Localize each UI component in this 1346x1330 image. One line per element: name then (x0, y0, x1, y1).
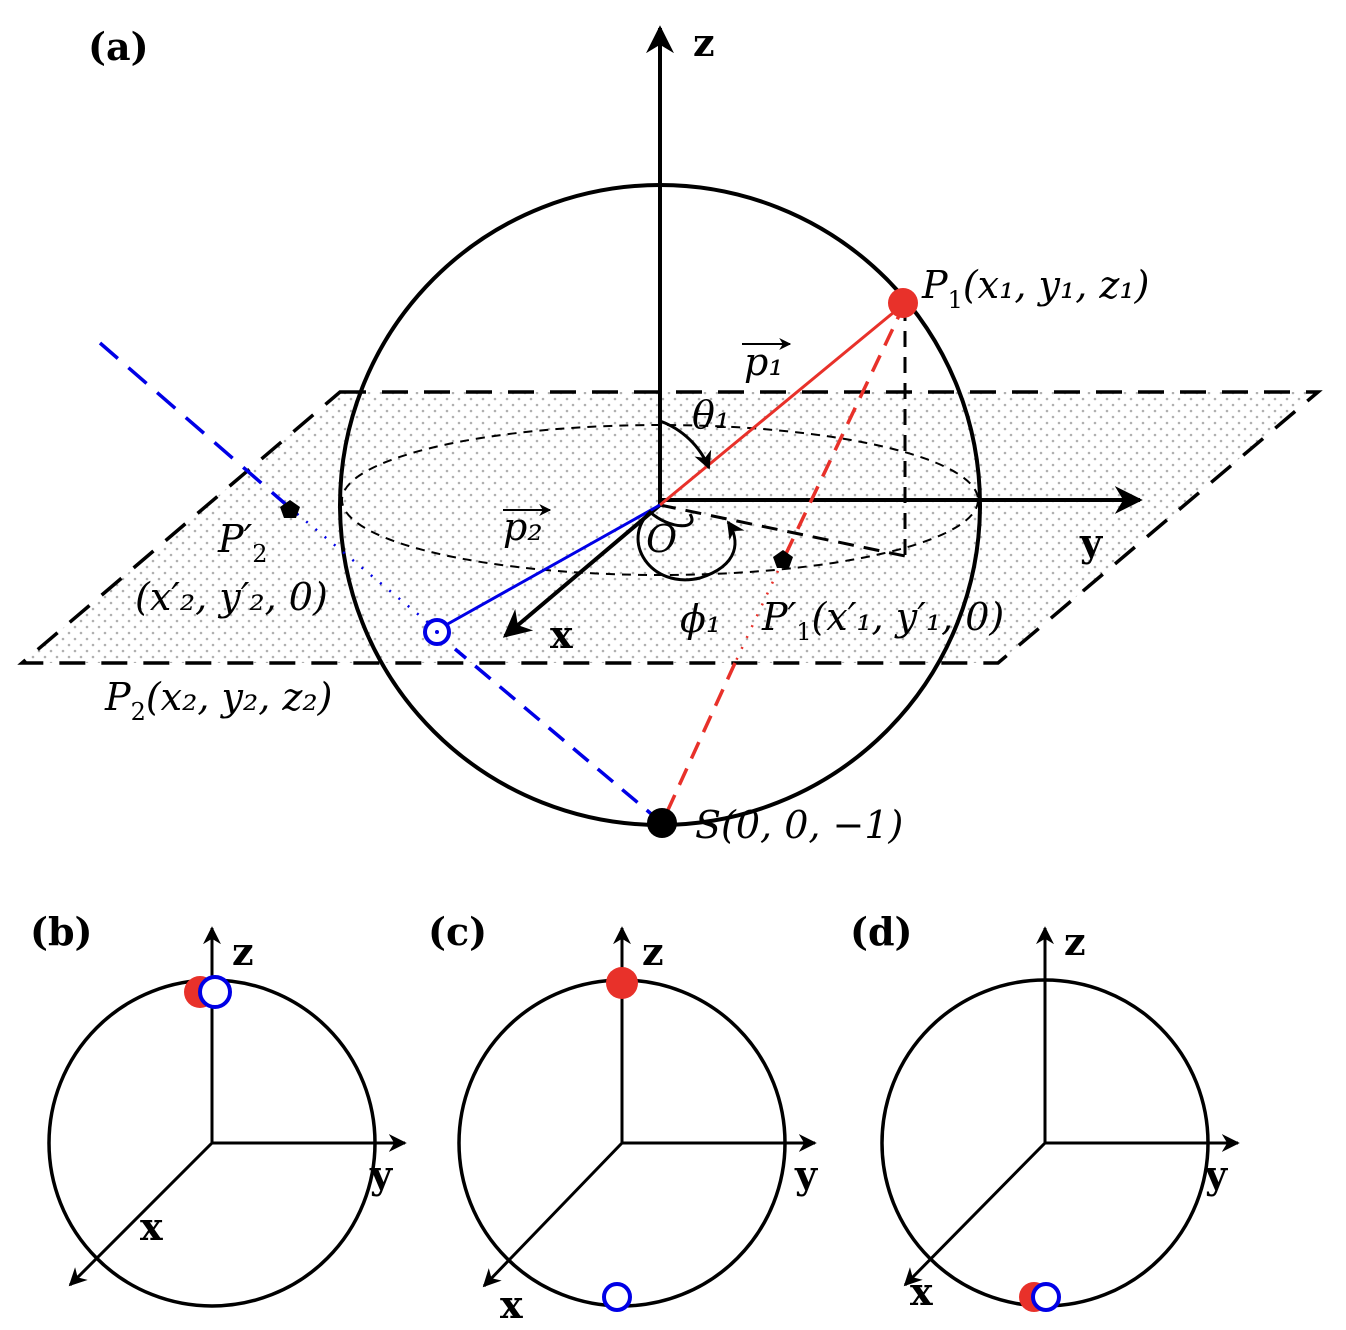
p1-vector-line (659, 301, 906, 507)
p1-projection-line-lower (660, 662, 737, 824)
point-p2-center-dot (435, 630, 439, 634)
p2-projection-line-upper (98, 341, 292, 510)
p2-projection-line-lower (453, 647, 664, 825)
panel-d: (d) z y x (850, 909, 1240, 1314)
x-axis-label-d: x (910, 1269, 933, 1314)
panel-b-label: (b) (30, 909, 93, 954)
point-p1-c (606, 967, 638, 999)
point-p2-b (198, 975, 232, 1009)
point-p2-c (602, 1282, 632, 1312)
svg-text:p₂: p₂ (503, 505, 543, 549)
y-axis-label-c: y (794, 1152, 818, 1197)
p1-proj-label: P′1(x′₁, y′₁, 0) (761, 595, 1004, 646)
p1-label: P1(x₁, y₁, z₁) (921, 263, 1149, 314)
z-axis-label-c: z (642, 929, 664, 974)
x-axis (502, 503, 662, 638)
x-axis-d (903, 1141, 1047, 1287)
p1-projection-line-upper (781, 302, 907, 561)
x-axis-label-b: x (140, 1204, 163, 1249)
panel-a-label: (a) (88, 24, 149, 69)
p2-vector-label: p₂ (503, 504, 552, 549)
x-axis-label: x (550, 612, 573, 657)
p2-proj-marker (280, 500, 300, 518)
y-axis-label-b: y (369, 1152, 393, 1197)
panel-b: (b) z y x (30, 909, 407, 1308)
z-axis-label-b: z (232, 929, 254, 974)
p2-proj-coords: (x′₂, y′₂, 0) (135, 575, 328, 619)
panel-a: (a) z y x P1(x₁, y₁, z₁) P2(x₂, y₂, z₂) … (17, 20, 1323, 847)
point-south (647, 808, 677, 838)
p1-foot-line (659, 503, 906, 558)
x-axis-label-c: x (500, 1282, 523, 1327)
phi-label: ϕ₁ (680, 597, 721, 641)
origin-label: O (646, 517, 677, 561)
svg-text:p₁: p₁ (744, 340, 784, 384)
panel-c-label: (c) (428, 909, 487, 954)
z-axis-label-d: z (1064, 919, 1086, 964)
y-axis-label: y (1079, 520, 1103, 565)
panel-d-label: (d) (850, 909, 913, 954)
point-p2-d (1031, 1282, 1061, 1312)
x-axis-b (68, 1141, 214, 1287)
p2-proj-label: P′2 (217, 517, 267, 568)
point-p1 (888, 288, 918, 318)
theta-arc (659, 419, 712, 470)
p1-proj-marker (773, 550, 793, 568)
p1-vector-label: p₁ (742, 338, 792, 384)
south-pole-label: S(0, 0, −1) (695, 803, 903, 847)
y-axis-label-d: y (1204, 1152, 1228, 1197)
p2-vector-line (436, 503, 661, 632)
panel-c: (c) z y x (428, 909, 818, 1327)
phi-arc (636, 509, 745, 582)
x-axis-c (482, 1141, 624, 1288)
projection-plane (17, 390, 1323, 665)
z-axis-label: z (693, 20, 715, 65)
theta-label: θ₁ (692, 393, 730, 437)
p2-label: P2(x₂, y₂, z₂) (104, 675, 332, 726)
